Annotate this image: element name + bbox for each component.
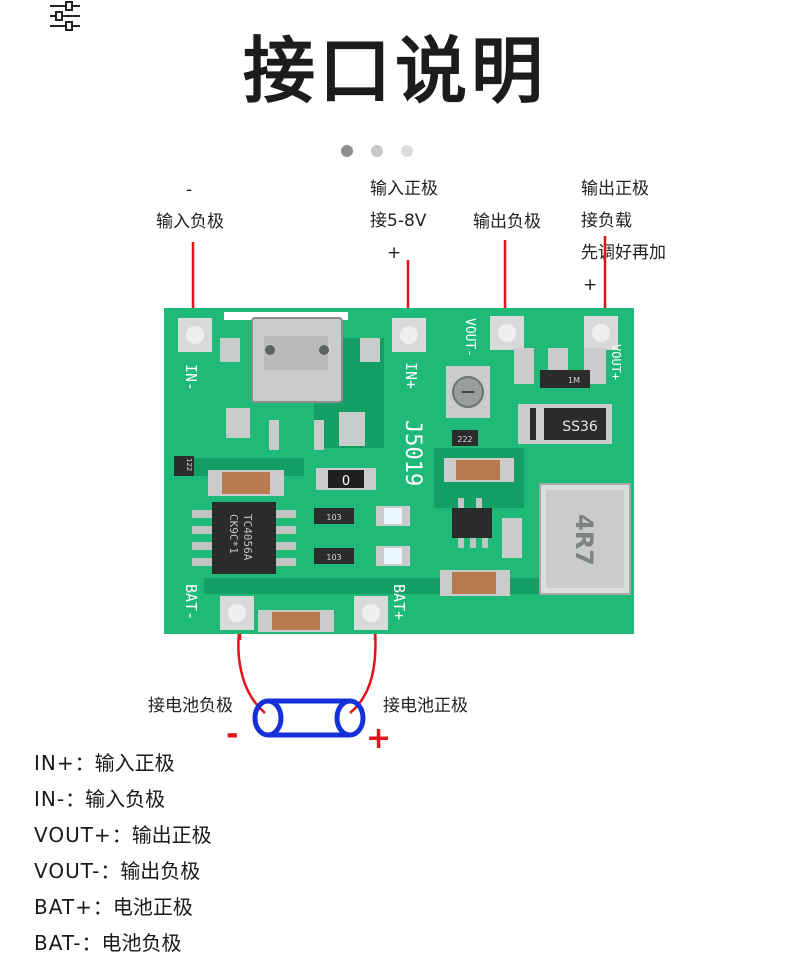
bat-minus-label: 接电池负极 xyxy=(148,696,233,716)
legend-sep: ： xyxy=(100,859,121,883)
pad-bat-minus xyxy=(220,596,254,630)
legend-row: VOUT-：输出负极 xyxy=(34,855,212,891)
legend-row: IN-：输入负极 xyxy=(34,783,212,819)
bat-plus-label: 接电池正极 xyxy=(383,696,468,716)
silk-vout-plus: VOUT+ xyxy=(609,344,623,380)
legend-row: VOUT+：输出正极 xyxy=(34,819,212,855)
boost-ic xyxy=(452,498,492,548)
led-2 xyxy=(376,546,410,566)
pad-vout-minus xyxy=(490,316,524,350)
resistor-1m xyxy=(540,370,590,388)
legend-row: IN+：输入正极 xyxy=(34,747,212,783)
vout-plus-load: 接负载 xyxy=(581,211,632,231)
capacitor-1 xyxy=(208,470,284,496)
legend-code: VOUT+ xyxy=(34,823,112,847)
resistor-222-text: 222 xyxy=(457,435,472,444)
vout-minus-label: 输出负极 xyxy=(473,212,541,232)
pcb-board: TC4056A CK9C*1 0 122 103 103 222 1M SS36… xyxy=(164,308,634,634)
legend-sep: ： xyxy=(74,751,95,775)
legend-sep: ： xyxy=(92,895,113,919)
silk-model: J5019 xyxy=(400,420,425,486)
carousel-dot-3[interactable] xyxy=(401,145,413,157)
potentiometer xyxy=(446,366,490,418)
carousel-dot-2[interactable] xyxy=(371,145,383,157)
in-minus-sign: - xyxy=(186,180,193,200)
filter-sliders-icon[interactable] xyxy=(46,0,86,34)
carousel-indicator xyxy=(341,145,413,157)
diode-ss36-text: SS36 xyxy=(562,419,598,435)
resistor-0-text: 0 xyxy=(342,474,350,489)
silk-bat-plus: BAT+ xyxy=(390,584,408,620)
pad-in-minus xyxy=(178,318,212,352)
in-plus-voltage: 接5-8V xyxy=(370,211,427,231)
legend-text: 输出负极 xyxy=(120,859,201,883)
legend-code: BAT- xyxy=(34,931,82,955)
charger-ic-text-1: TC4056A xyxy=(241,514,254,561)
micro-usb-port xyxy=(224,312,348,403)
legend-text: 电池负极 xyxy=(101,931,182,955)
silk-in-minus: IN- xyxy=(182,364,200,391)
legend-text: 输入正极 xyxy=(94,751,175,775)
charger-ic xyxy=(192,502,296,574)
legend-text: 电池正极 xyxy=(112,895,193,919)
resistor-103a-text: 103 xyxy=(326,513,341,522)
resistor-1m-text: 1M xyxy=(568,376,580,385)
resistor-103b-text: 103 xyxy=(326,553,341,562)
capacitor-4 xyxy=(440,570,510,596)
resistor-122-text: 122 xyxy=(185,458,193,471)
silk-bat-minus: BAT- xyxy=(182,584,200,620)
pad-bat-plus xyxy=(354,596,388,630)
legend-code: VOUT- xyxy=(34,859,101,883)
legend-row: BAT-：电池负极 xyxy=(34,927,212,963)
diode-ss36 xyxy=(518,404,612,444)
in-plus-sign: + xyxy=(387,243,402,263)
inductor-4r7 xyxy=(539,483,631,595)
bat-minus-wire xyxy=(237,624,266,714)
resistor-222 xyxy=(452,430,478,446)
legend-sep: ： xyxy=(81,931,102,955)
resistor-0 xyxy=(316,468,376,490)
carousel-dot-1[interactable] xyxy=(341,145,353,157)
pad-vout-plus xyxy=(584,316,618,350)
vout-plus-note: 先调好再加 xyxy=(581,243,666,263)
in-minus-label: 输入负极 xyxy=(156,212,224,232)
capacitor-2 xyxy=(258,610,334,632)
legend-row: BAT+：电池正极 xyxy=(34,891,212,927)
battery-icon xyxy=(252,698,366,738)
vout-plus-label: 输出正极 xyxy=(581,179,649,199)
legend-code: IN- xyxy=(34,787,66,811)
battery-plus-sign: + xyxy=(366,721,391,756)
legend-sep: ： xyxy=(65,787,86,811)
charger-ic-text-2: CK9C*1 xyxy=(227,514,240,554)
resistor-103a xyxy=(314,508,354,524)
resistor-122 xyxy=(174,456,194,476)
capacitor-3 xyxy=(444,458,514,482)
pad-in-plus xyxy=(392,318,426,352)
pin-legend: IN+：输入正极 IN-：输入负极 VOUT+：输出正极 VOUT-：输出负极 … xyxy=(34,747,212,963)
inductor-text: 4R7 xyxy=(570,514,598,566)
vout-plus-sign: + xyxy=(583,275,598,295)
legend-sep: ： xyxy=(111,823,132,847)
legend-text: 输出正极 xyxy=(131,823,212,847)
silk-in-plus: IN+ xyxy=(402,362,420,389)
battery-minus-sign: - xyxy=(226,717,238,752)
resistor-103b xyxy=(314,548,354,564)
led-1 xyxy=(376,506,410,526)
legend-code: IN+ xyxy=(34,751,75,775)
in-plus-label: 输入正极 xyxy=(370,179,438,199)
legend-text: 输入负极 xyxy=(85,787,166,811)
page-title: 接口说明 xyxy=(242,29,547,113)
legend-code: BAT+ xyxy=(34,895,93,919)
silk-vout-minus: VOUT- xyxy=(462,318,477,357)
